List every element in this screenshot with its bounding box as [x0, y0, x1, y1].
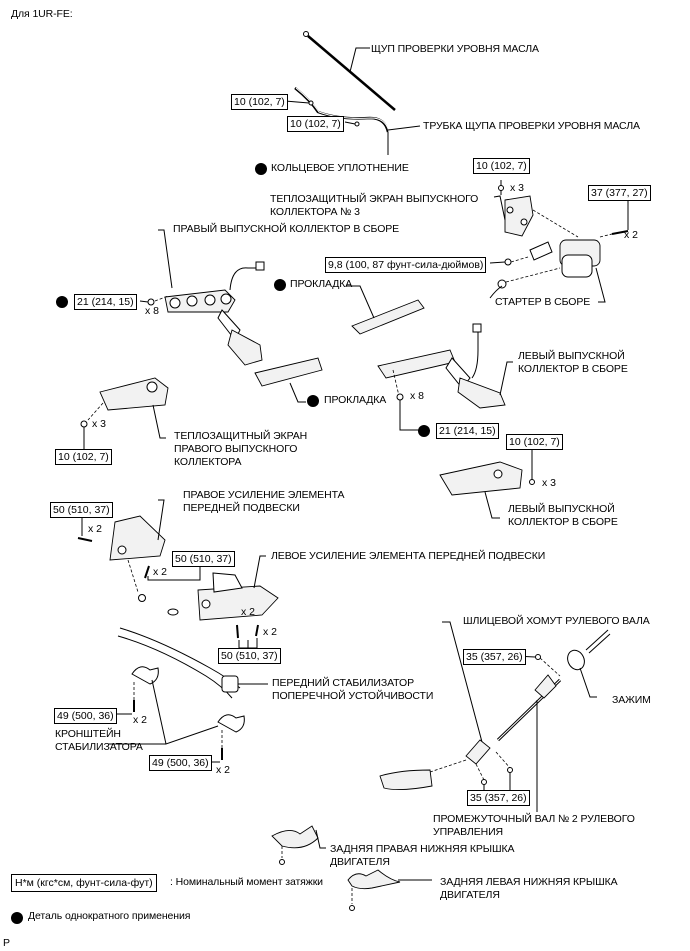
label-rear-right-cover: ЗАДНЯЯ ПРАВАЯ НИЖНЯЯ КРЫШКА ДВИГАТЕЛЯ: [330, 843, 515, 868]
label-right-heat-shield: ТЕПЛОЗАЩИТНЫЙ ЭКРАН ПРАВОГО ВЫПУСКНОГО К…: [174, 430, 308, 468]
stabilizer-bracket-drawing: [108, 666, 245, 763]
qty-right-brace-bolt-2: x 2: [153, 566, 168, 578]
qty-left-brace-bolt-2: x 2: [263, 626, 278, 638]
heat-shield-3-drawing: [493, 180, 579, 238]
qty-stabilizer-bracket-bolt-2: x 2: [216, 764, 231, 776]
qty-heat-shield-3: x 3: [510, 182, 525, 194]
gasket-2-drawing: [254, 357, 323, 403]
label-left-manifold: ЛЕВЫЙ ВЫПУСКНОЙ КОЛЛЕКТОР В СБОРЕ: [518, 350, 628, 375]
right-manifold-drawing: [139, 229, 265, 366]
right-heat-shield-drawing: [80, 377, 169, 450]
torque-dipstick-bolt-2: 10 (102, 7): [287, 116, 344, 132]
qty-right-manifold-nut: x 8: [145, 305, 160, 317]
rear-covers-drawing: [271, 825, 432, 911]
stabilizer-drawing: [117, 627, 268, 699]
torque-stabilizer-bracket-bolt-2: 49 (500, 36): [149, 755, 212, 771]
non-reusable-marker: [255, 163, 267, 175]
torque-dipstick-bolt-1: 10 (102, 7): [231, 94, 288, 110]
legend-non-reusable-marker: [11, 912, 23, 924]
left-shield-drawing: [439, 450, 535, 519]
label-stabilizer: ПЕРЕДНИЙ СТАБИЛИЗАТОР ПОПЕРЕЧНОЙ УСТОЙЧИ…: [272, 677, 434, 702]
dipstick-drawing: [303, 31, 396, 111]
page-marker: P: [3, 937, 10, 949]
label-gasket-1: ПРОКЛАДКА: [290, 278, 353, 290]
torque-right-brace-bolt-1: 50 (510, 37): [50, 502, 113, 518]
legend-non-reusable-desc: Деталь однократного применения: [28, 910, 191, 922]
label-clamp: ЗАЖИМ: [612, 694, 651, 706]
label-intermediate-shaft: ПРОМЕЖУТОЧНЫЙ ВАЛ № 2 РУЛЕВОГО УПРАВЛЕНИ…: [433, 813, 635, 838]
starter-drawing: [489, 200, 629, 303]
label-rear-left-cover: ЗАДНЯЯ ЛЕВАЯ НИЖНЯЯ КРЫШКА ДВИГАТЕЛЯ: [440, 876, 618, 901]
non-reusable-marker: [418, 425, 430, 437]
legend-torque-box: Н*м (кгс*см, фунт-сила-фут): [11, 874, 157, 892]
torque-shaft-bolt: 35 (357, 26): [467, 790, 530, 806]
qty-stabilizer-bracket-bolt-1: x 2: [133, 714, 148, 726]
label-right-brace: ПРАВОЕ УСИЛЕНИЕ ЭЛЕМЕНТА ПЕРЕДНЕЙ ПОДВЕС…: [183, 489, 345, 514]
torque-right-brace-bolt-2: 50 (510, 37): [172, 551, 235, 567]
label-gasket-2: ПРОКЛАДКА: [324, 394, 387, 406]
qty-starter-bolt: x 2: [624, 229, 639, 241]
label-left-brace: ЛЕВОЕ УСИЛЕНИЕ ЭЛЕМЕНТА ПЕРЕДНЕЙ ПОДВЕСК…: [271, 550, 546, 562]
legend-torque-desc: : Номинальный момент затяжки: [170, 876, 323, 888]
torque-left-manifold-nut: 21 (214, 15): [436, 423, 499, 439]
torque-yoke-bolt: 35 (357, 26): [463, 649, 526, 665]
torque-left-shield-bolt: 10 (102, 7): [506, 434, 563, 450]
non-reusable-marker: [274, 279, 286, 291]
non-reusable-marker: [307, 395, 319, 407]
label-heat-shield-3: ТЕПЛОЗАЩИТНЫЙ ЭКРАН ВЫПУСКНОГО КОЛЛЕКТОР…: [270, 193, 479, 218]
qty-left-manifold-nut: x 8: [410, 390, 425, 402]
label-dipstick-tube: ТРУБКА ЩУПА ПРОВЕРКИ УРОВНЯ МАСЛА: [423, 120, 640, 132]
left-manifold-drawing: [377, 323, 513, 431]
steering-shaft-drawing: [379, 621, 611, 812]
torque-left-brace-bolt: 50 (510, 37): [218, 648, 281, 664]
gasket-1-drawing: [346, 285, 425, 335]
label-starter: СТАРТЕР В СБОРЕ: [495, 296, 591, 308]
label-right-manifold: ПРАВЫЙ ВЫПУСКНОЙ КОЛЛЕКТОР В СБОРЕ: [173, 223, 400, 235]
torque-stabilizer-bracket-bolt-1: 49 (500, 36): [54, 708, 117, 724]
qty-right-shield-bolt: x 3: [92, 418, 107, 430]
qty-left-brace-bolt-1: x 2: [241, 606, 256, 618]
label-stabilizer-bracket: КРОНШТЕЙН СТАБИЛИЗАТОРА: [55, 728, 143, 753]
label-spline-yoke: ШЛИЦЕВОЙ ХОМУТ РУЛЕВОГО ВАЛА: [463, 615, 650, 627]
label-dipstick: ЩУП ПРОВЕРКИ УРОВНЯ МАСЛА: [371, 43, 539, 55]
non-reusable-marker: [56, 296, 68, 308]
left-brace-drawing: [167, 555, 279, 649]
page-title: Для 1UR-FE:: [11, 8, 73, 20]
torque-heat-shield-3-bolt: 10 (102, 7): [473, 158, 530, 174]
torque-right-manifold-nut: 21 (214, 15): [74, 294, 137, 310]
torque-right-shield-bolt: 10 (102, 7): [55, 449, 112, 465]
torque-starter-bolt: 37 (377, 27): [588, 185, 651, 201]
torque-starter-terminal: 9,8 (100, 87 фунт-сила-дюймов): [325, 257, 487, 273]
label-o-ring: КОЛЬЦЕВОЕ УПЛОТНЕНИЕ: [271, 162, 409, 174]
qty-left-shield-bolt: x 3: [542, 477, 557, 489]
qty-right-brace-bolt-1: x 2: [88, 523, 103, 535]
label-left-manifold-shield: ЛЕВЫЙ ВЫПУСКНОЙ КОЛЛЕКТОР В СБОРЕ: [508, 503, 618, 528]
right-brace-drawing: [77, 499, 201, 602]
